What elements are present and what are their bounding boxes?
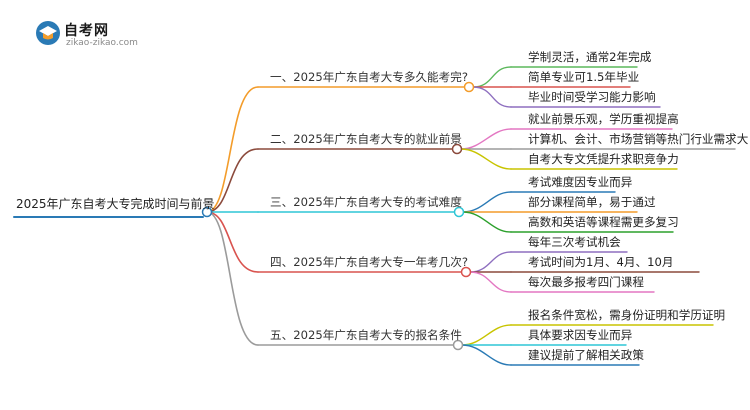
leaf-connector [472, 86, 512, 108]
leaf-node-label[interactable]: 部分课程简单，易于通过 [528, 195, 656, 209]
leaf-connector [461, 344, 512, 366]
logo-title: 自考网 [64, 23, 109, 39]
branch-node-label[interactable]: 一、2025年广东自考大专多久能考完? [270, 70, 468, 84]
branch-connector [206, 148, 259, 213]
branch-connector [206, 211, 259, 346]
leaf-connector [462, 191, 512, 213]
leaf-connector [469, 271, 512, 293]
branch-connector [206, 86, 259, 213]
leaf-node-label[interactable]: 报名条件宽松，需身份证明和学历证明 [528, 308, 726, 322]
root-collapse-toggle[interactable] [201, 206, 213, 218]
leaf-node-label[interactable]: 考试难度因专业而异 [528, 175, 633, 189]
branch-collapse-toggle[interactable] [451, 143, 463, 155]
branch-collapse-toggle[interactable] [452, 339, 464, 351]
leaf-node-label[interactable]: 自考大专文凭提升求职竞争力 [528, 152, 679, 166]
branch-node-label[interactable]: 五、2025年广东自考大专的报名条件 [270, 328, 462, 342]
leaf-node-label[interactable]: 高数和英语等课程需更多复习 [528, 215, 679, 229]
logo-subtitle: zikao-zikao.com [66, 38, 138, 48]
site-logo[interactable] [34, 19, 144, 49]
branch-connector [206, 211, 259, 273]
leaf-node-label[interactable]: 就业前景乐观，学历重视提高 [528, 112, 679, 126]
branch-collapse-toggle[interactable] [453, 206, 465, 218]
branch-node-label[interactable]: 四、2025年广东自考大专一年考几次? [270, 255, 468, 269]
branch-collapse-toggle[interactable] [460, 266, 472, 278]
leaf-node-label[interactable]: 毕业时间受学习能力影响 [528, 90, 656, 104]
leaf-connector [460, 128, 512, 150]
leaf-node-label[interactable]: 计算机、会计、市场营销等热门行业需求大 [528, 132, 749, 146]
leaf-node-label[interactable]: 建议提前了解相关政策 [528, 348, 644, 362]
leaf-node-label[interactable]: 每年三次考试机会 [528, 235, 621, 249]
graduation-cap-icon [36, 21, 60, 45]
leaf-node-label[interactable]: 每次最多报考四门课程 [528, 275, 644, 289]
leaf-node-label[interactable]: 具体要求因专业而异 [528, 328, 633, 342]
root-node-label[interactable]: 2025年广东自考大专完成时间与前景 [16, 197, 215, 211]
leaf-node-label[interactable]: 考试时间为1月、4月、10月 [528, 255, 674, 269]
branch-node-label[interactable]: 二、2025年广东自考大专的就业前景 [270, 132, 462, 146]
branch-node-label[interactable]: 三、2025年广东自考大专的考试难度 [270, 195, 462, 209]
leaf-connector [469, 251, 512, 273]
leaf-node-label[interactable]: 简单专业可1.5年毕业 [528, 70, 640, 84]
leaf-connector [460, 148, 512, 170]
leaf-node-label[interactable]: 学制灵活，通常2年完成 [528, 50, 652, 64]
branch-collapse-toggle[interactable] [463, 81, 475, 93]
leaf-connector [472, 66, 512, 88]
leaf-connector [461, 324, 512, 346]
leaf-connector [462, 211, 512, 233]
